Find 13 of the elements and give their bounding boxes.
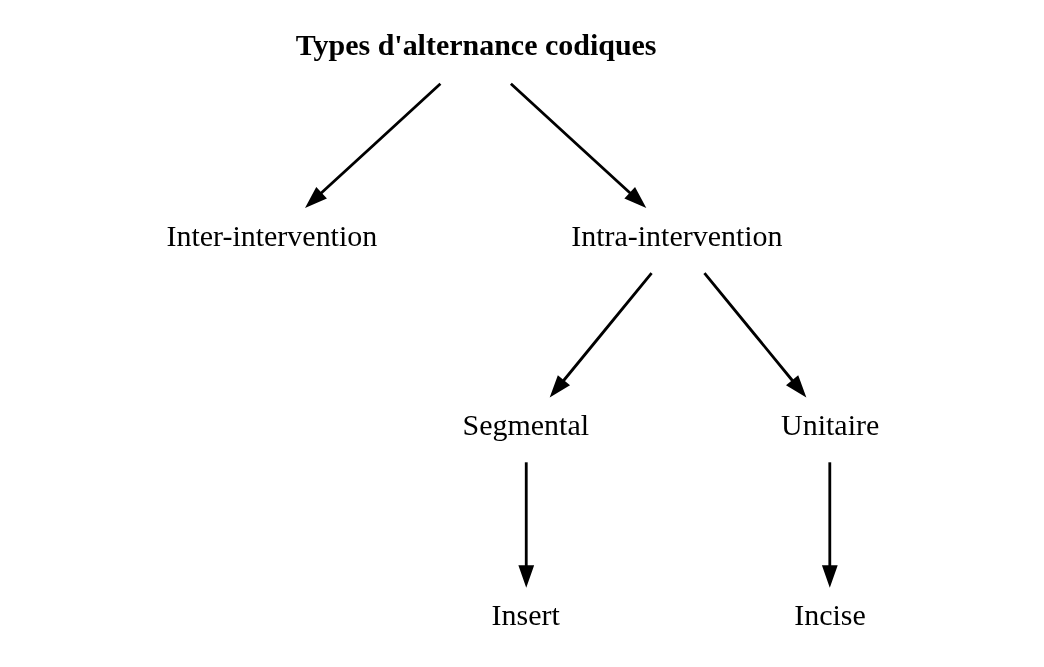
arrow — [304, 82, 441, 208]
arrow — [517, 462, 534, 588]
arrow — [549, 272, 653, 398]
arrow — [509, 82, 646, 208]
arrow — [702, 272, 806, 398]
node-text: Unitaire — [780, 408, 879, 442]
node-text: Segmental — [462, 408, 589, 442]
arrow — [821, 462, 838, 588]
node-text: Inter-intervention — [165, 219, 377, 252]
node-text: Incise — [793, 597, 866, 631]
node-text: Intra-intervention — [570, 219, 783, 252]
node-text: Insert — [491, 597, 560, 631]
node-text: Types d'alternance codiques — [295, 27, 657, 61]
